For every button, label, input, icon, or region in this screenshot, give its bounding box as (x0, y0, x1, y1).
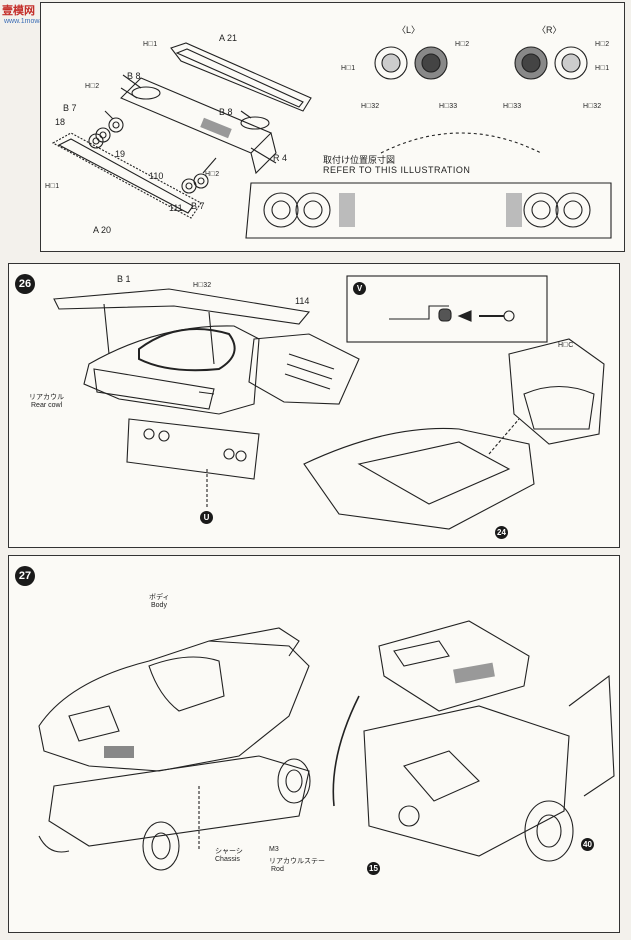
detail-right-h1: H⃞1 (595, 65, 610, 72)
rear-cowl-jp: リアカウル (29, 394, 64, 401)
rear-cowl-en: Rear cowl (31, 402, 63, 409)
step-26-panel: 26 (8, 263, 620, 548)
step-27-panel: 27 ボディ (8, 555, 620, 933)
marker-15: 15 (367, 862, 380, 875)
detail-left-h32: H⃞32 (361, 103, 380, 110)
part-h2-a: H⃞2 (85, 83, 100, 90)
part-111: 111 (169, 203, 183, 213)
watermark-url: www.1mowa.com (4, 18, 59, 25)
part-19: 19 (115, 149, 126, 159)
part-110: 110 (149, 171, 164, 181)
note-english: REFER TO THIS ILLUSTRATION (323, 165, 471, 175)
part-18: 18 (55, 117, 66, 127)
marker-v: V (353, 282, 366, 295)
detail-right-h33: H⃞33 (503, 103, 522, 110)
step-number-27: 27 (15, 566, 35, 586)
part-h2-b: H⃞2 (205, 171, 220, 178)
note-japanese: 取付け位置原寸図 (323, 155, 396, 165)
detail-left-h2: H⃞2 (455, 41, 470, 48)
step-number-26: 26 (15, 274, 35, 294)
detail-left-title: 〈L〉 (397, 25, 421, 35)
body-label-en: Body (151, 602, 167, 609)
part-b7-left: B 7 (63, 103, 77, 113)
chassis-label-en: Chassis (215, 856, 240, 863)
part-b1: B 1 (117, 274, 131, 284)
chassis-label-jp: シャーシ (215, 848, 243, 855)
marker-40: 40 (581, 838, 594, 851)
detail-right-h32: H⃞32 (583, 103, 602, 110)
step-25-panel: A 21 H⃞1 B 8 H⃞2 B 7 18 19 B 8 R 4 110 H… (40, 2, 625, 252)
body-label-jp: ボディ (149, 594, 170, 601)
part-b8-mid: B 8 (219, 107, 233, 117)
part-h1-left: H⃞1 (45, 183, 60, 190)
part-h1-top: H⃞1 (143, 41, 158, 48)
detail-left-h33: H⃞33 (439, 103, 458, 110)
watermark-brand: 壹模网 (2, 5, 35, 17)
part-hc: H⃞C (558, 342, 574, 349)
detail-right-h2: H⃞2 (595, 41, 610, 48)
step-27-drawing (38, 620, 615, 871)
part-a21: A 21 (219, 33, 238, 43)
watermark-logo: 壹模网 www.1mowa.com (2, 2, 58, 28)
detail-left-h1: H⃞1 (341, 65, 356, 72)
part-114: 114 (295, 296, 310, 306)
part-b7-bottom: B 7 (191, 201, 205, 211)
rod-label-en: Rod (271, 866, 284, 873)
step-26-drawing (53, 275, 605, 530)
detail-right-title: 〈R〉 (537, 25, 562, 35)
part-b8-top: B 8 (127, 71, 141, 81)
part-h32: H⃞32 (193, 282, 212, 289)
marker-u: U (200, 511, 213, 524)
part-r4: R 4 (273, 153, 288, 163)
part-a20: A 20 (93, 225, 112, 235)
rod-label-jp: リアカウルステー (269, 858, 325, 865)
marker-24: 24 (495, 526, 508, 539)
part-m3: M3 (269, 846, 279, 853)
step-25-drawing (51, 42, 612, 239)
